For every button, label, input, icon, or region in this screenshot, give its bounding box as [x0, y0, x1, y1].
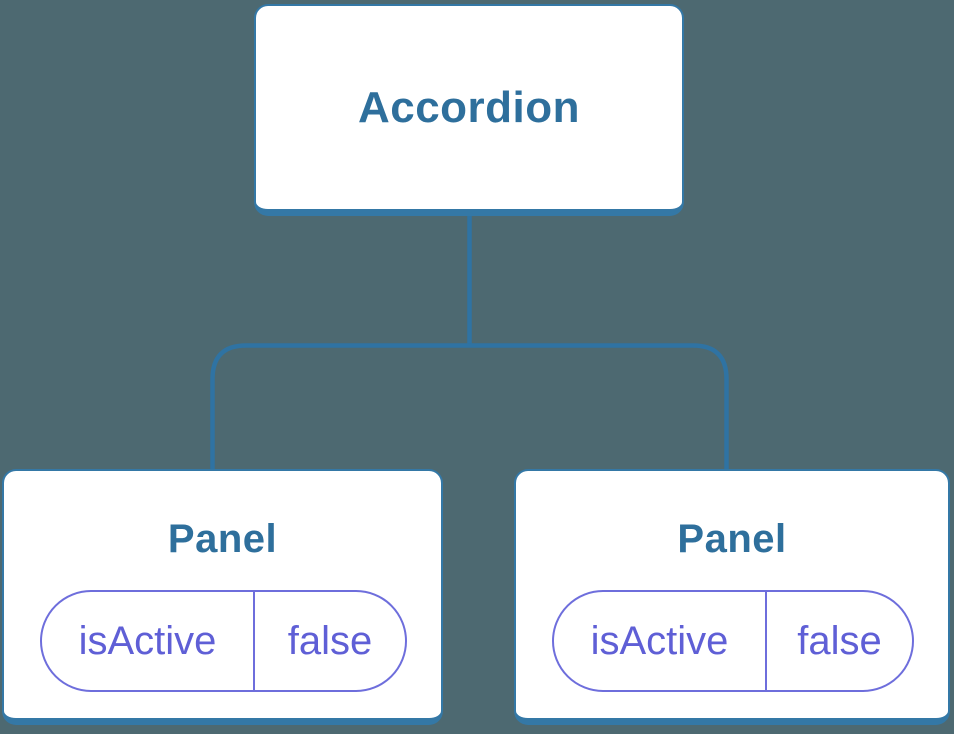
state-value: false	[287, 618, 373, 663]
panel-node-right: Panel isActive false	[514, 469, 950, 725]
accordion-node-label: Accordion	[357, 82, 581, 132]
state-key: isActive	[42, 592, 255, 690]
panel-node-left: Panel isActive false	[2, 469, 443, 725]
state-key: isActive	[554, 592, 767, 690]
state-pill: isActive false	[552, 590, 914, 692]
panel-node-label: Panel	[677, 517, 787, 561]
accordion-node: Accordion	[254, 4, 684, 216]
state-pill: isActive false	[40, 590, 407, 692]
connector-branch	[210, 343, 729, 472]
panel-node-label: Panel	[167, 517, 278, 561]
state-value: false	[797, 618, 882, 663]
